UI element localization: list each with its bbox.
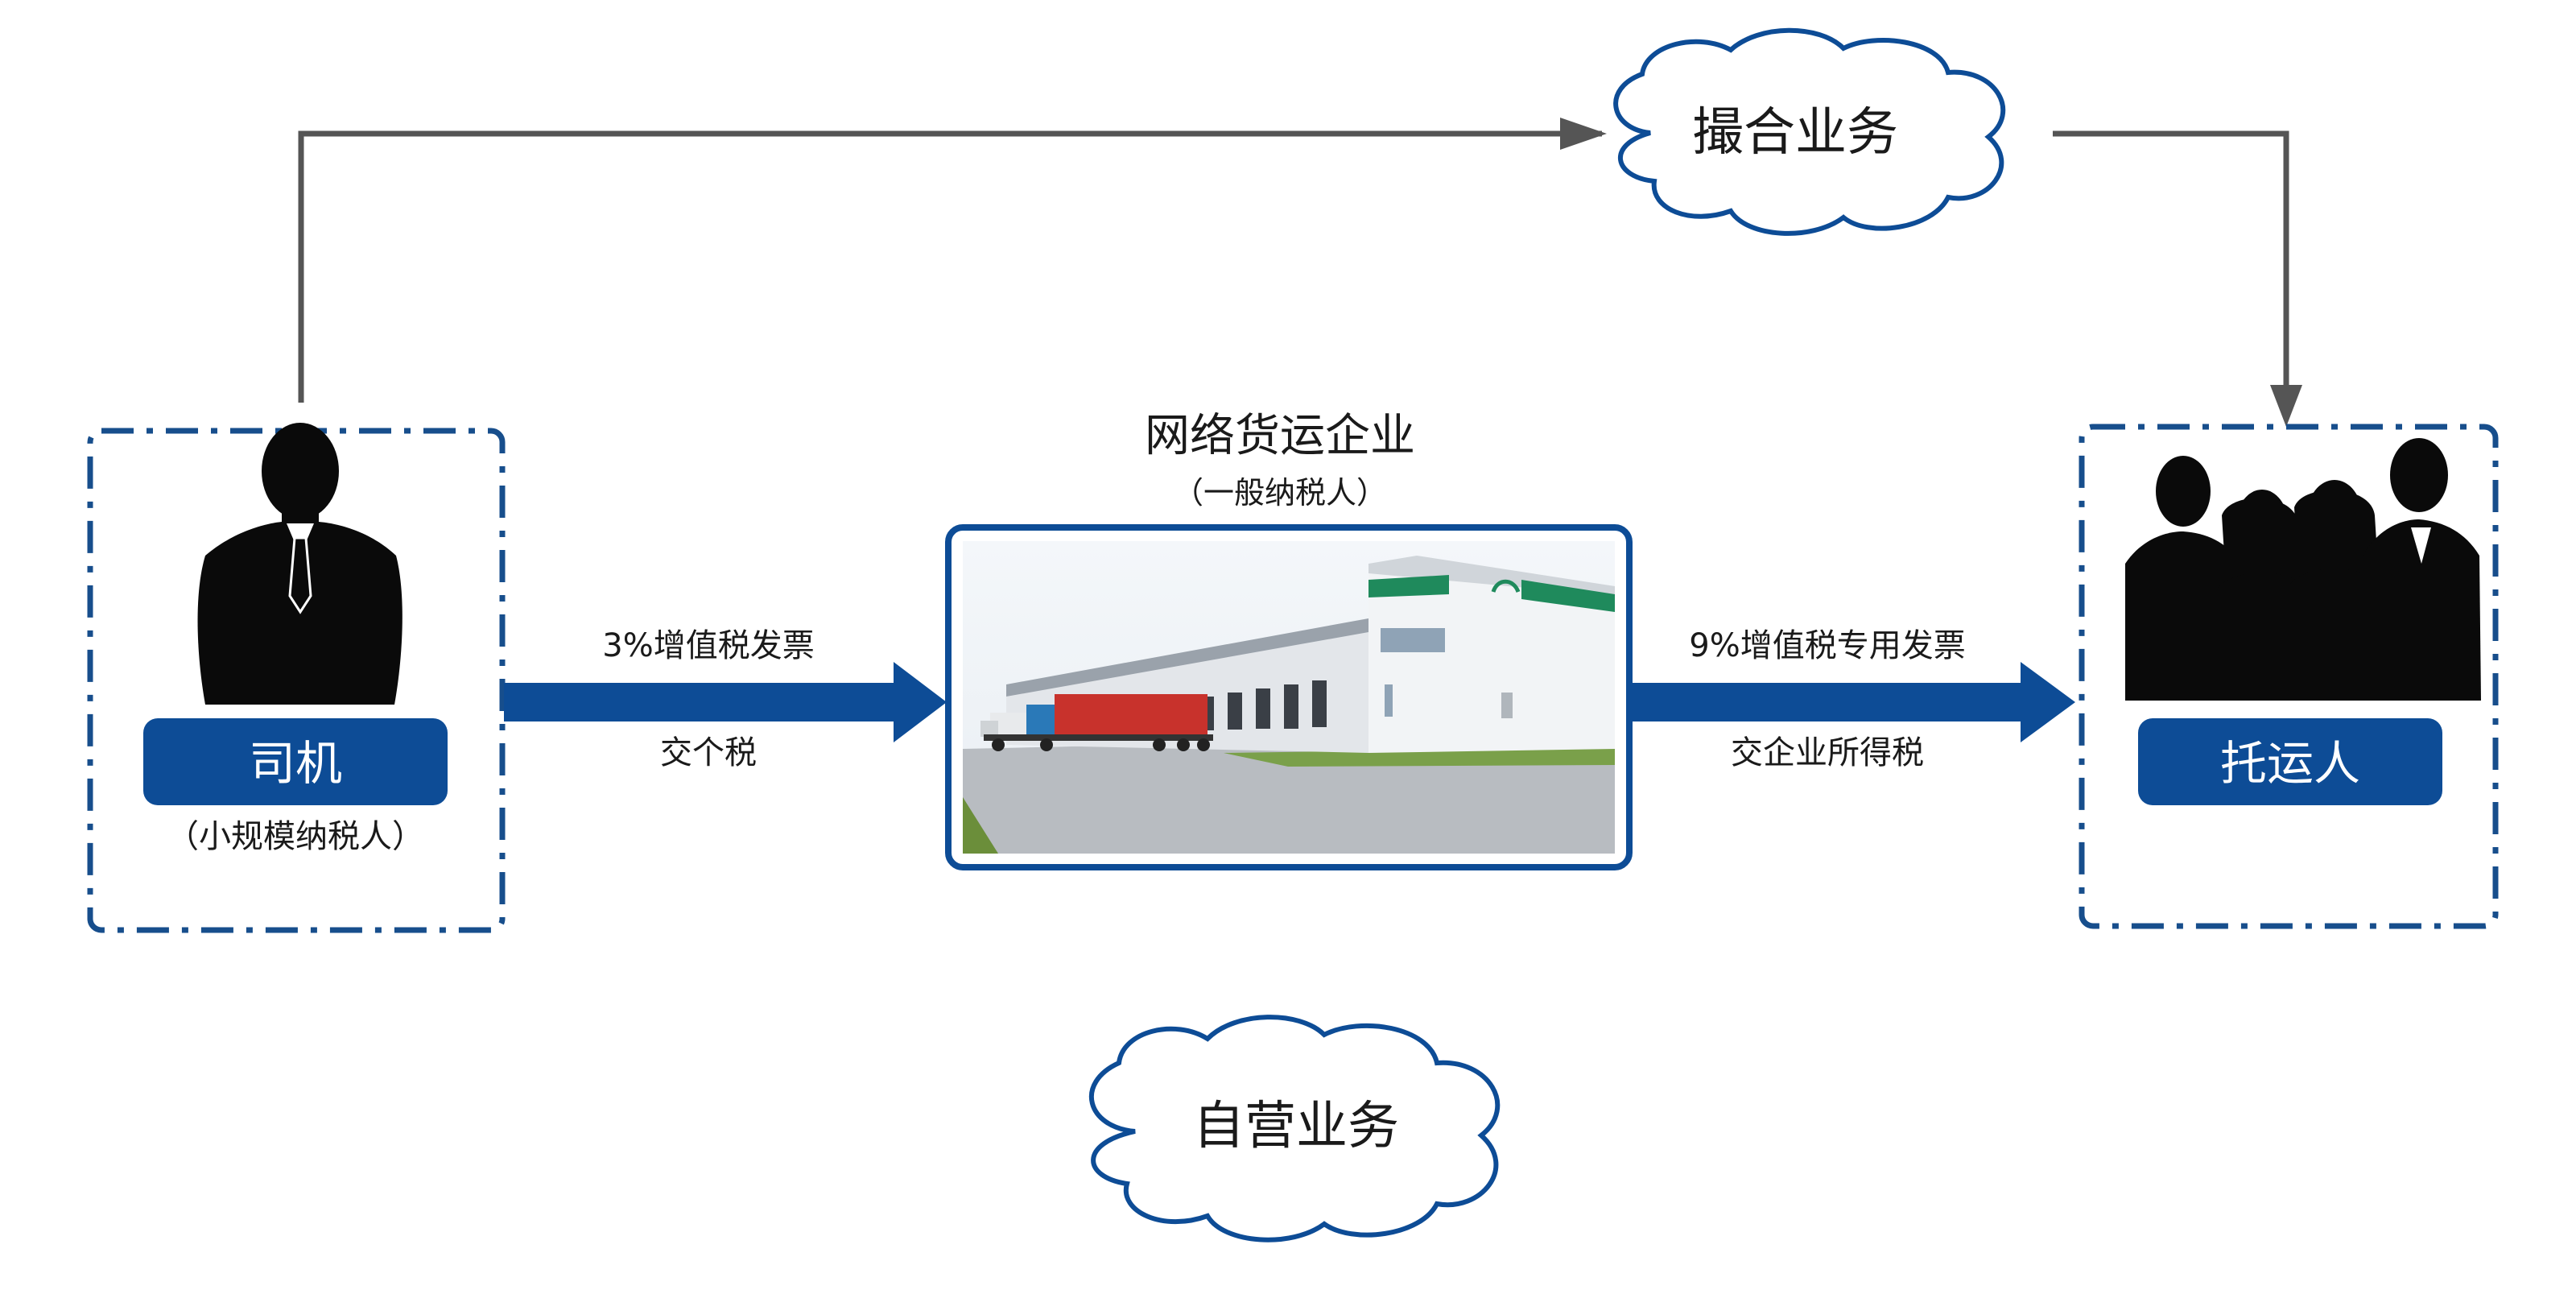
warehouse-image [945,524,1633,870]
driver-label: 司机 [249,736,342,791]
warehouse-scene [963,541,1615,854]
right-arrow-shape [1631,662,2075,742]
matching-line-left [298,130,1602,403]
right-arrow-top-label: 9%增值税专用发票 [1689,627,1965,664]
left-arrow-shape [504,662,947,742]
driver-label-badge [143,718,448,805]
left-arrow-bottom-label: 交个税 [660,734,757,771]
platform-title: 网络货运企业 [1145,410,1415,462]
shipper-label-badge [2138,718,2442,805]
matching-business-cloud: 撮合业务 [1613,27,2006,236]
shipper-dashed-frame [2079,424,2499,929]
truck-graphic [980,694,1213,751]
shipper-label: 托运人 [2220,736,2360,791]
matching-arrowhead-out [2270,385,2302,427]
left-arrow-top-label: 3%增值税发票 [602,627,814,664]
flow-arrow-right: 9%增值税专用发票 交企业所得税 [1631,627,2075,771]
matching-arrowhead-in [1560,118,1607,150]
cloud-shape [1613,27,2006,236]
self-business-cloud: 自营业务 [1088,1015,1501,1242]
matching-business-label: 撮合业务 [1692,103,1898,163]
driver-silhouette-icon [197,423,402,705]
cloud-shape [1088,1015,1501,1242]
shipper-group-silhouette-icon [2125,438,2481,701]
matching-connector [298,118,2302,427]
matching-line-right [2053,130,2289,395]
right-arrow-bottom-label: 交企业所得税 [1731,734,1924,771]
platform-subtitle: （一般纳税人） [1173,475,1387,511]
shipper-group: 托运人 [2079,424,2499,929]
driver-subtitle: （小规模纳税人） [167,818,424,855]
self-business-label: 自营业务 [1193,1097,1399,1156]
flow-arrow-left: 3%增值税发票 交个税 [504,627,947,771]
driver-group: 司机 （小规模纳税人） [87,423,506,933]
